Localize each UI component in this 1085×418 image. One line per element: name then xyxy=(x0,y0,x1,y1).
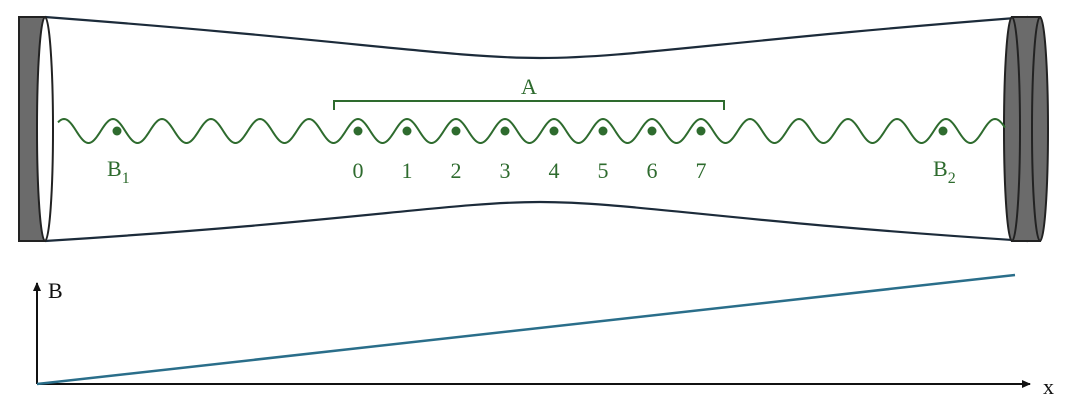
b1-label: B1 xyxy=(107,156,130,187)
b1-label-base: B xyxy=(107,156,122,181)
atom-site-1 xyxy=(402,126,412,136)
site-number-7: 7 xyxy=(696,158,707,183)
region-a-label: A xyxy=(521,74,537,99)
atom-site-2 xyxy=(451,126,461,136)
atom-b1 xyxy=(112,126,122,136)
lattice-standing-wave xyxy=(57,117,1006,144)
b1-label-subscript: 1 xyxy=(122,170,130,187)
atom-site-0 xyxy=(353,126,363,136)
atom-site-5 xyxy=(598,126,608,136)
site-number-2: 2 xyxy=(451,158,462,183)
field-gradient-line xyxy=(36,273,1016,386)
region-a-bracket xyxy=(333,100,725,110)
atom-b2 xyxy=(938,126,948,136)
atom-site-3 xyxy=(500,126,510,136)
atom-site-6 xyxy=(647,126,657,136)
site-number-3: 3 xyxy=(500,158,511,183)
site-number-0: 0 xyxy=(353,158,364,183)
site-number-5: 5 xyxy=(598,158,609,183)
beam-lower-edge xyxy=(44,200,1029,243)
site-number-4: 4 xyxy=(549,158,560,183)
right-mirror xyxy=(1003,16,1049,242)
beam-upper-edge xyxy=(44,15,1029,60)
y-axis-label: B xyxy=(48,278,63,303)
b2-label-base: B xyxy=(933,156,948,181)
atom-site-7 xyxy=(696,126,706,136)
atom-site-4 xyxy=(549,126,559,136)
b2-label: B2 xyxy=(933,156,956,187)
b2-label-subscript: 2 xyxy=(948,170,956,187)
x-axis-label: x xyxy=(1043,374,1054,399)
site-number-1: 1 xyxy=(402,158,413,183)
left-mirror xyxy=(18,16,54,242)
site-number-6: 6 xyxy=(647,158,658,183)
